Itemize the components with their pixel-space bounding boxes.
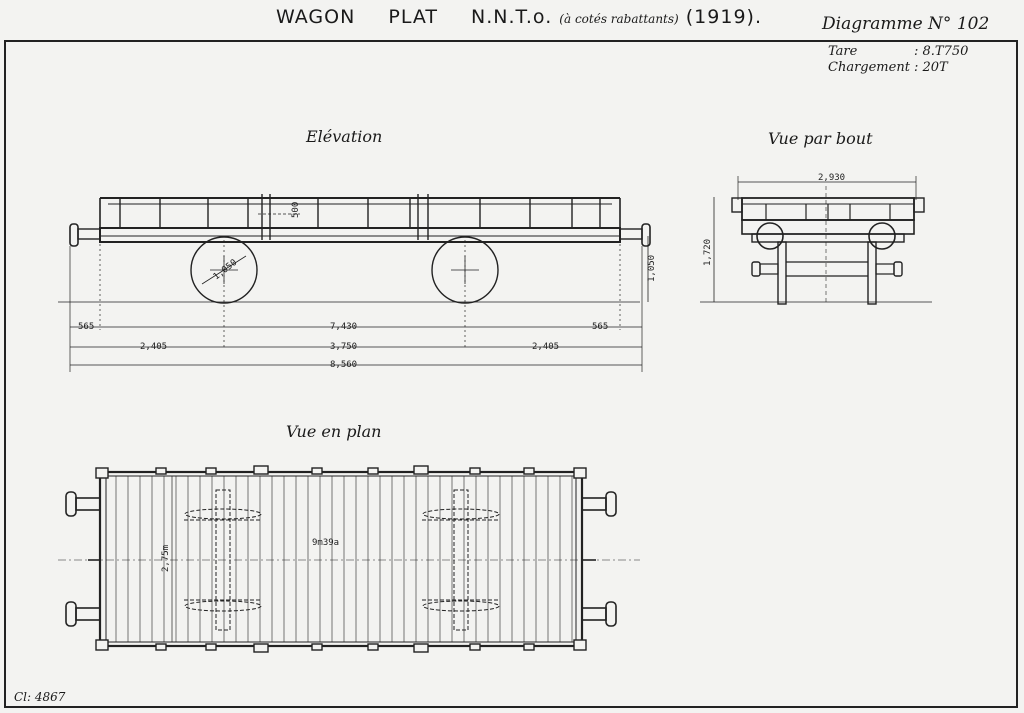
title-wagon: WAGON	[276, 6, 356, 28]
dim-end-height: 1,720	[703, 239, 713, 266]
dim-overhang-left: 565	[78, 322, 94, 332]
dim-axle-left: 2,405	[140, 342, 167, 352]
dim-side-height: 500	[291, 202, 301, 218]
title-year: (1919).	[685, 6, 762, 28]
title-code: N.N.T.o.	[471, 6, 553, 28]
dim-total-length: 8,560	[330, 360, 357, 370]
tare-value: : 8.T750	[914, 44, 969, 59]
elevation-view	[58, 194, 651, 372]
dim-end-width: 2,930	[818, 173, 845, 183]
title-note: (à cotés rabattants)	[559, 12, 679, 26]
diagram-number: Diagramme N° 102	[822, 14, 990, 34]
charge-value: : 20T	[914, 60, 948, 75]
title-plat: PLAT	[388, 6, 438, 28]
dim-body-length: 7,430	[330, 322, 357, 332]
drawing-frame	[4, 40, 1018, 708]
dim-plan-width: 2,75m	[161, 545, 171, 572]
specs-block: Tare : 8.T750 Chargement : 20T	[828, 44, 968, 76]
elevation-label: Elévation	[306, 127, 383, 146]
dim-overhang-right: 565	[592, 322, 608, 332]
dim-axle-right: 2,405	[532, 342, 559, 352]
end-view-label: Vue par bout	[768, 129, 873, 148]
dim-floor-height: 1,050	[647, 255, 657, 282]
tare-label: Tare	[828, 44, 858, 59]
catalogue-ref: Cl: 4867	[14, 690, 66, 704]
plan-view-label: Vue en plan	[286, 422, 382, 441]
end-view	[700, 176, 932, 305]
dim-plan-area: 9m39a	[312, 538, 339, 548]
dim-wheelbase: 3,750	[330, 342, 357, 352]
drawing-title: WAGON PLAT N.N.T.o. (à cotés rabattants)…	[276, 6, 762, 28]
plan-view	[58, 465, 640, 653]
charge-label: Chargement	[828, 60, 910, 75]
